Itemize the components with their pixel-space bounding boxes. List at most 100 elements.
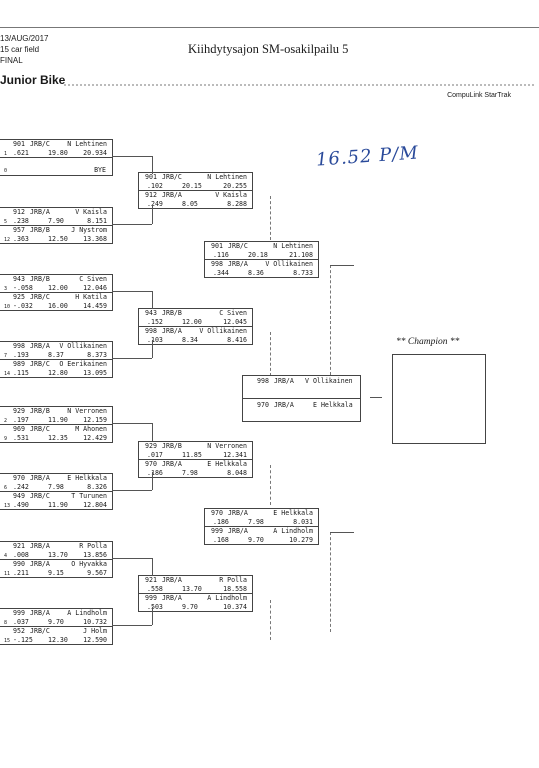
total-time: 8.326 — [87, 482, 107, 491]
lane-number: 6 — [4, 485, 8, 492]
racer-name: V Ollikainen — [265, 260, 313, 269]
racer-class: JRB/A — [274, 401, 294, 409]
racer-name: H Katila — [75, 293, 107, 302]
elapsed-time: 20.18 — [248, 250, 268, 259]
reaction-time: .558 — [147, 584, 163, 593]
racer-number: 943 — [145, 309, 157, 317]
racer-name: J Holm — [83, 627, 107, 636]
racer-class: JRB/A — [162, 460, 182, 469]
reaction-time: .211 — [13, 568, 29, 577]
total-time: 18.558 — [223, 584, 247, 593]
reaction-time: .115 — [13, 368, 29, 377]
racer-number: 921 — [145, 576, 157, 584]
connector-line — [112, 625, 152, 626]
final-entry: 998 JRB/A V Ollikainen — [243, 376, 360, 398]
racer-name: A Lindholm — [67, 609, 107, 617]
racer-name: E Helkkala — [313, 401, 353, 409]
total-time: 8.288 — [227, 199, 247, 208]
racer-class: JRB/C — [30, 140, 50, 148]
lane-number: 3 — [4, 286, 8, 293]
racer-name: N Lehtinen — [207, 173, 247, 181]
bye-label: BYE — [94, 166, 106, 175]
total-time: 9.567 — [87, 568, 107, 577]
reaction-time: .103 — [147, 335, 163, 344]
racer-number: 901 — [145, 173, 157, 181]
connector-line-dashed — [270, 600, 271, 640]
lane-number: 8 — [4, 620, 8, 627]
elapsed-time: 9.70 — [248, 535, 264, 544]
reaction-time: .249 — [147, 199, 163, 208]
racer-class: JRB/A — [30, 609, 50, 617]
racer-number: 989 — [13, 360, 25, 369]
racer-name: O Hyvakka — [71, 560, 107, 569]
racer-class: JRB/B — [30, 226, 50, 235]
racer-name: V Kaisla — [75, 208, 107, 216]
racer-number: 999 — [145, 594, 157, 603]
racer-name: N Lehtinen — [67, 140, 107, 148]
handwritten-note: 16.52 P/M — [315, 142, 420, 171]
lane-number: 14 — [4, 371, 11, 378]
total-time: 12.341 — [223, 450, 247, 459]
connector-line — [112, 490, 152, 491]
total-time: 10.732 — [83, 617, 107, 626]
racer-class: JRB/C — [162, 173, 182, 181]
elapsed-time: 12.80 — [48, 368, 68, 377]
elapsed-time: 12.00 — [182, 317, 202, 326]
elapsed-time: 19.80 — [48, 148, 68, 157]
connector-line — [152, 340, 153, 358]
lane-number: 5 — [4, 219, 8, 226]
racer-class: JRB/C — [30, 627, 50, 636]
final-pairing: 998 JRB/A V Ollikainen 970 JRB/A E Helkk… — [242, 375, 361, 422]
total-time: 21.108 — [289, 250, 313, 259]
racer-number: 998 — [145, 327, 157, 336]
elapsed-time: 7.98 — [182, 468, 198, 477]
elapsed-time: 8.05 — [182, 199, 198, 208]
elapsed-time: 12.50 — [48, 234, 68, 243]
total-time: 8.151 — [87, 216, 107, 225]
reaction-time: -.058 — [13, 283, 33, 292]
racer-class: JRB/A — [228, 260, 248, 269]
racer-name: E Helkkala — [207, 460, 247, 469]
dotted-rule — [64, 84, 534, 86]
reaction-time: .102 — [147, 181, 163, 190]
racer-number: 969 — [13, 425, 25, 434]
racer-class: JRB/A — [228, 509, 248, 517]
elapsed-time: 8.37 — [48, 350, 64, 359]
racer-class: JRB/A — [30, 342, 50, 350]
total-time: 10.279 — [289, 535, 313, 544]
